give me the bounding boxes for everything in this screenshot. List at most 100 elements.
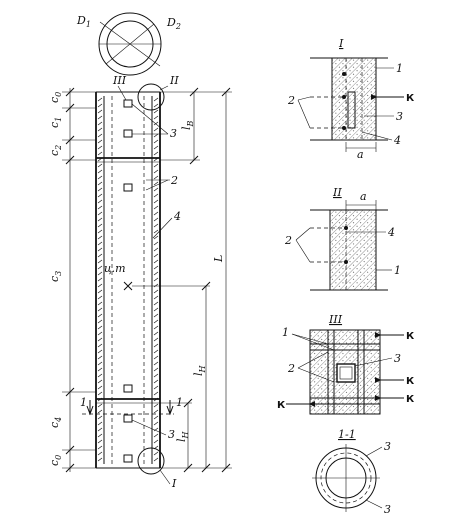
dim-lH2: lH bbox=[175, 430, 190, 442]
spiral-tick bbox=[97, 331, 103, 336]
detail-i-concrete bbox=[331, 57, 377, 141]
spiral-tick bbox=[153, 259, 159, 264]
label-center: ц.т bbox=[104, 262, 126, 275]
section-label-3-bottom: 3 bbox=[384, 503, 391, 516]
spiral-tick bbox=[153, 283, 159, 288]
label-d2: D2 bbox=[166, 16, 181, 31]
spiral-tick bbox=[97, 313, 103, 318]
detail-iii-label-3: 3 bbox=[394, 352, 401, 365]
spiral-tick bbox=[97, 169, 103, 174]
dim-L: L bbox=[212, 255, 225, 263]
detail-i-label-1: 1 bbox=[396, 62, 403, 75]
spiral-tick bbox=[153, 199, 159, 204]
spiral-tick bbox=[153, 433, 159, 438]
spiral-tick bbox=[153, 391, 159, 396]
detail-i-title: I bbox=[338, 37, 344, 50]
embedded-plate bbox=[123, 384, 133, 393]
spiral-tick bbox=[97, 271, 103, 276]
spiral-tick bbox=[153, 451, 159, 456]
center-of-gravity-mark bbox=[123, 281, 133, 291]
label-2: 2 bbox=[170, 174, 178, 187]
spiral-tick bbox=[97, 355, 103, 360]
detail-iii-plate bbox=[336, 363, 356, 383]
spiral-tick bbox=[97, 409, 103, 414]
spiral-tick bbox=[97, 223, 103, 228]
spiral-tick bbox=[97, 295, 103, 300]
spiral-tick bbox=[153, 331, 159, 336]
spiral-tick bbox=[97, 379, 103, 384]
column-elevation: ц.т III II I 3 2 4 3 1 1 bbox=[48, 74, 232, 490]
spiral-tick bbox=[153, 301, 159, 306]
leader-2-b bbox=[145, 179, 169, 191]
spiral-tick bbox=[153, 211, 159, 216]
detail-i-label-4: 4 bbox=[393, 134, 401, 147]
section-arrowhead-right bbox=[166, 405, 174, 416]
spiral-tick bbox=[97, 115, 103, 120]
detail-ii-label-4: 4 bbox=[387, 226, 395, 239]
spiral-tick bbox=[153, 139, 159, 144]
top-ring-section: D1 D2 bbox=[76, 12, 181, 76]
dim-lH: lH bbox=[192, 364, 207, 376]
spiral-tick bbox=[153, 427, 159, 432]
spiral-tick bbox=[97, 433, 103, 438]
dim-c0-top: c0 bbox=[48, 92, 63, 103]
spiral-tick bbox=[97, 457, 103, 462]
spiral-tick bbox=[153, 313, 159, 318]
dim-lB: lB bbox=[180, 120, 195, 130]
spiral-tick bbox=[97, 301, 103, 306]
spiral-tick bbox=[97, 241, 103, 246]
detail-iii-label-1: 1 bbox=[282, 326, 289, 339]
spiral-tick bbox=[153, 457, 159, 462]
leader-ii bbox=[159, 85, 169, 91]
spiral-tick bbox=[97, 193, 103, 198]
spiral-tick bbox=[97, 145, 103, 150]
embedded-plate bbox=[123, 129, 133, 138]
detail-iii-title: III bbox=[328, 313, 343, 326]
detail-ii-label-a: a bbox=[360, 190, 367, 203]
dim-c2: c2 bbox=[48, 145, 63, 156]
leader-3-top bbox=[131, 103, 169, 135]
spiral-tick bbox=[153, 193, 159, 198]
spiral-tick bbox=[97, 247, 103, 252]
spiral-tick bbox=[97, 319, 103, 324]
detail-i-label-3: 3 bbox=[396, 110, 403, 123]
spiral-tick bbox=[97, 307, 103, 312]
spiral-tick bbox=[97, 415, 103, 420]
label-d1: D1 bbox=[76, 14, 91, 29]
spiral-tick bbox=[153, 385, 159, 390]
spiral-tick bbox=[97, 445, 103, 450]
detail-ii-concrete bbox=[329, 209, 377, 291]
spiral-tick bbox=[97, 181, 103, 186]
section-1-1: 1-1 3 3 bbox=[312, 428, 391, 516]
dim-L-ticks bbox=[221, 87, 231, 473]
spiral-tick bbox=[153, 253, 159, 258]
spiral-tick bbox=[153, 205, 159, 210]
leader-4 bbox=[152, 217, 173, 239]
spiral-tick bbox=[153, 289, 159, 294]
spiral-tick bbox=[97, 421, 103, 426]
spiral-tick bbox=[153, 265, 159, 270]
spiral-tick bbox=[97, 139, 103, 144]
spiral-tick bbox=[97, 229, 103, 234]
spiral-tick bbox=[153, 97, 159, 102]
spiral-tick bbox=[153, 151, 159, 156]
spiral-tick bbox=[97, 385, 103, 390]
dim-lB-ticks bbox=[189, 87, 199, 165]
spiral-tick bbox=[153, 337, 159, 342]
dim-lH2-ticks bbox=[183, 398, 193, 473]
spiral-tick bbox=[153, 109, 159, 114]
spiral-tick bbox=[97, 361, 103, 366]
label-callout-ii: II bbox=[169, 74, 179, 87]
spiral-tick bbox=[153, 163, 159, 168]
spiral-tick bbox=[97, 109, 103, 114]
detail-i: I 2 1 К 3 4 a bbox=[287, 37, 415, 161]
embedded-plate bbox=[123, 183, 133, 192]
spiral-tick bbox=[153, 187, 159, 192]
spiral-tick bbox=[97, 205, 103, 210]
spiral-tick bbox=[153, 373, 159, 378]
label-callout-iii: III bbox=[112, 74, 127, 87]
detail-ii-title: II bbox=[332, 186, 342, 199]
spiral-tick bbox=[97, 97, 103, 102]
detail-i-plate bbox=[347, 91, 356, 129]
